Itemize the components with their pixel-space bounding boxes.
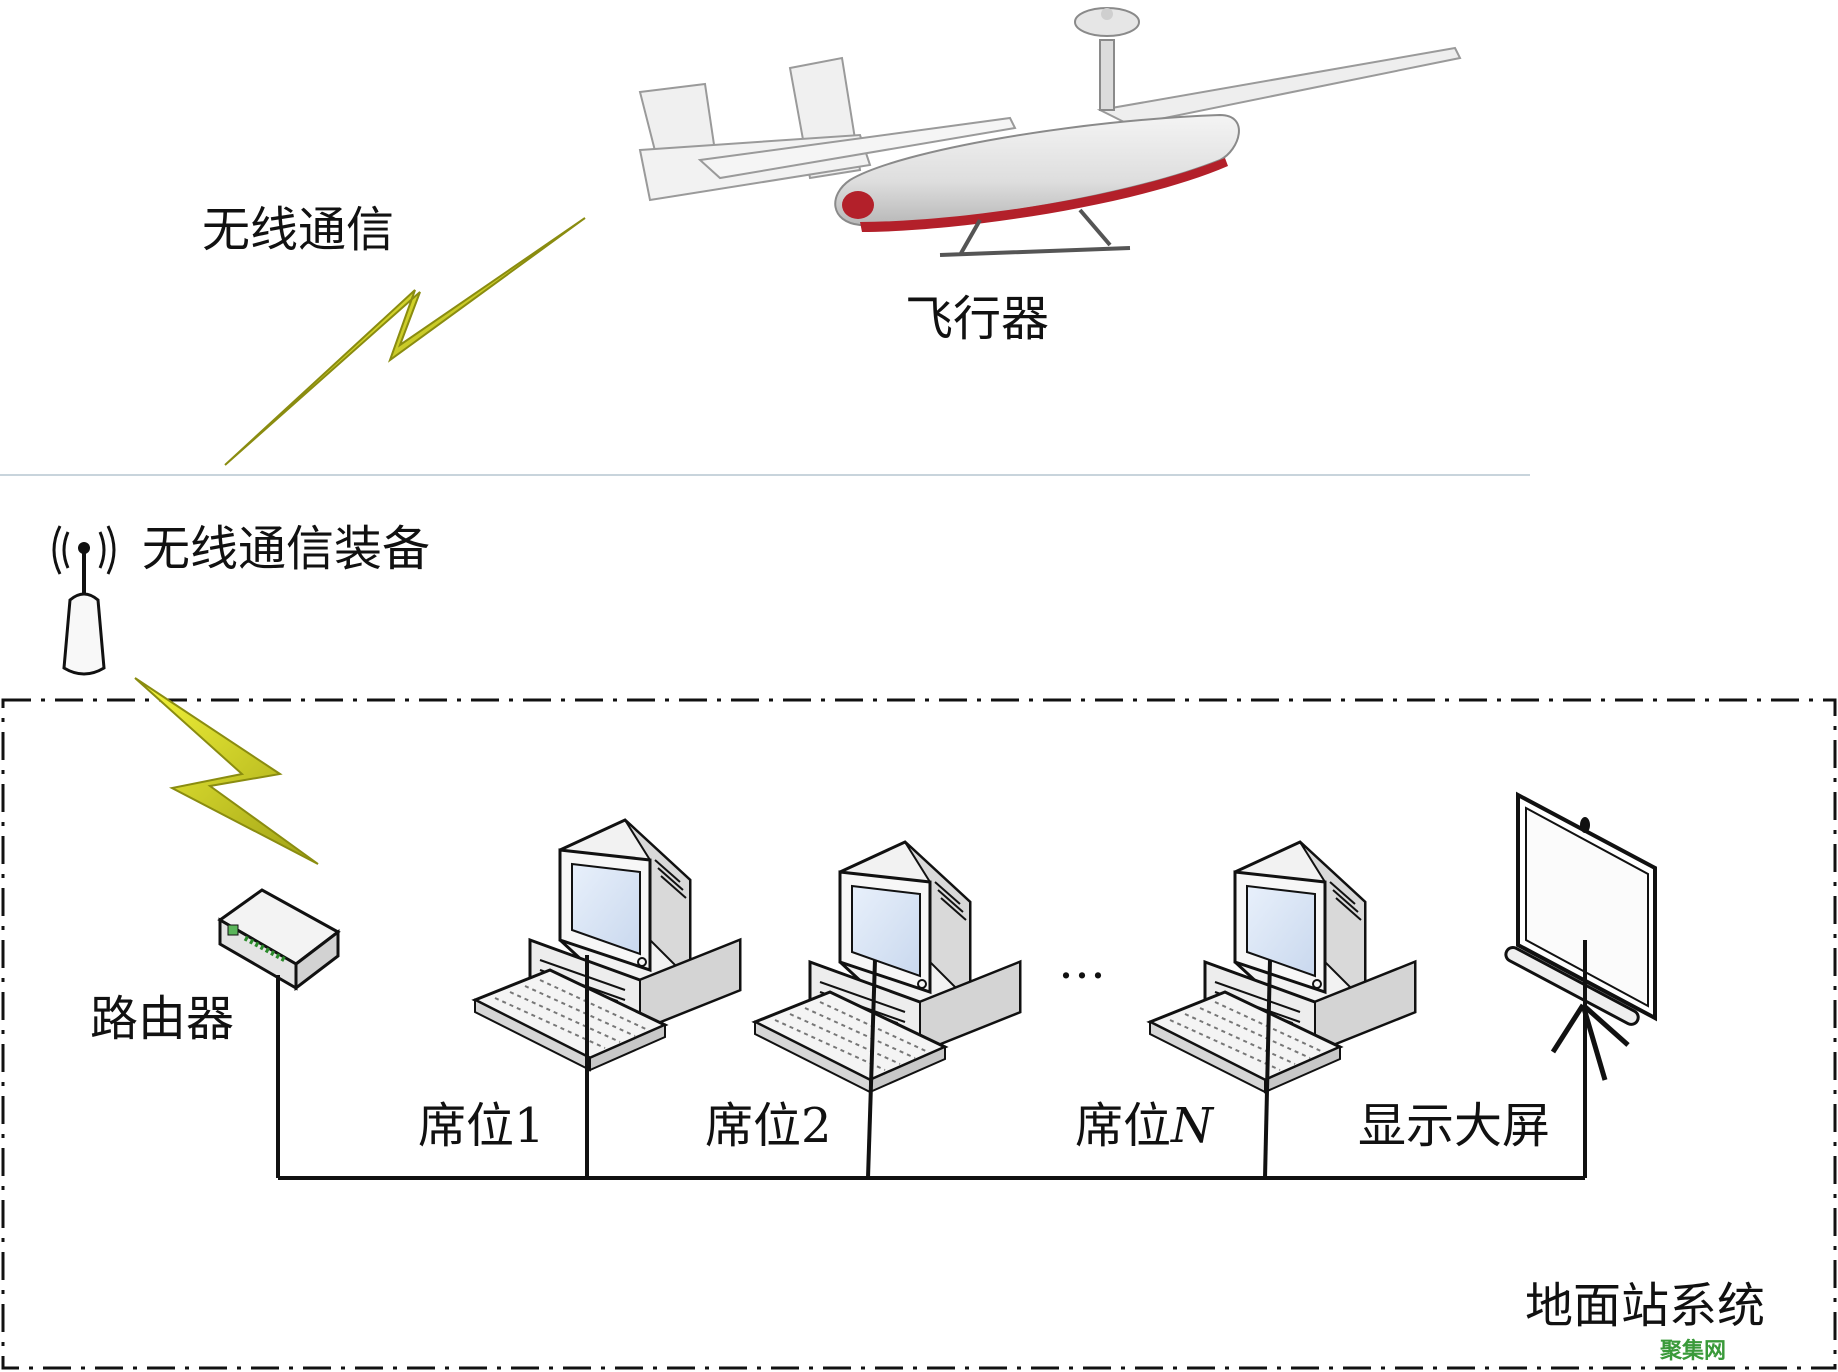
- computer-icon: [753, 840, 1022, 1094]
- computer-icon: [1148, 840, 1417, 1094]
- seat-2-label: 席位2: [705, 1098, 832, 1154]
- computer-icon: [473, 818, 742, 1072]
- wireless-comm-label: 无线通信: [202, 202, 394, 258]
- lightning-bolt-icon: [224, 217, 586, 466]
- seat-n-label: 席位N: [1075, 1098, 1215, 1154]
- display-label: 显示大屏: [1358, 1098, 1550, 1154]
- watermark: 聚集网: [1659, 1338, 1726, 1364]
- antenna-icon: [52, 525, 116, 676]
- ellipsis-label: …: [1058, 934, 1106, 990]
- wireless-equipment-label: 无线通信装备: [142, 521, 430, 577]
- lightning-bolt-icon: [134, 677, 319, 865]
- seat-1-label: 席位1: [418, 1098, 545, 1154]
- ground-station-label: 地面站系统: [1525, 1278, 1765, 1334]
- aircraft-label: 飞行器: [905, 291, 1049, 347]
- network-cable: [276, 940, 1587, 1180]
- projection-screen-icon: [1504, 791, 1657, 1081]
- router-icon: [217, 888, 341, 992]
- ground-station-boundary: [1, 698, 1837, 1370]
- uav-icon: [638, 7, 1462, 257]
- router-label: 路由器: [90, 991, 234, 1047]
